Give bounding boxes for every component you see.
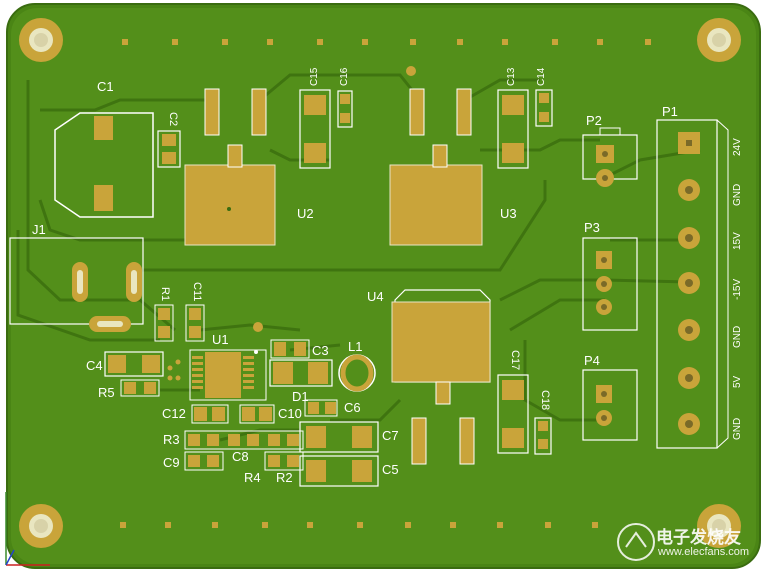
label-c8: C8 xyxy=(232,449,249,464)
watermark-logo-icon xyxy=(617,523,655,561)
p1-pin-label: -15V xyxy=(732,278,743,300)
label-j1: J1 xyxy=(32,222,46,237)
label-c10: C10 xyxy=(278,406,302,421)
label-c6: C6 xyxy=(344,400,361,415)
label-l1: L1 xyxy=(348,339,363,354)
label-u3: U3 xyxy=(500,206,517,221)
label-p2: P2 xyxy=(586,113,602,128)
label-p1: P1 xyxy=(662,104,678,119)
label-c9: C9 xyxy=(163,455,180,470)
label-c3: C3 xyxy=(312,343,329,358)
mounting-holes xyxy=(19,18,741,548)
label-u4: U4 xyxy=(367,289,384,304)
label-r1: R1 xyxy=(159,287,171,302)
label-c13: C13 xyxy=(506,67,517,86)
label-c14: C14 xyxy=(536,67,547,86)
label-c7: C7 xyxy=(382,428,399,443)
label-r5: R5 xyxy=(98,385,115,400)
label-u2: U2 xyxy=(297,206,314,221)
watermark-url: www.elecfans.com xyxy=(658,546,750,558)
p1-pin-label: 5V xyxy=(732,375,743,388)
label-c4: C4 xyxy=(86,358,103,373)
label-c15: C15 xyxy=(309,67,320,86)
label-r3: R3 xyxy=(163,432,180,447)
label-r4: R4 xyxy=(244,470,261,485)
label-p4: P4 xyxy=(584,353,600,368)
watermark-title: 电子发烧友 xyxy=(656,528,741,547)
label-r2: R2 xyxy=(276,470,293,485)
label-c16: C16 xyxy=(339,67,350,86)
p1-pin-label: GND xyxy=(732,183,743,206)
label-p3: P3 xyxy=(584,220,600,235)
label-c5: C5 xyxy=(382,462,399,477)
label-c12: C12 xyxy=(162,406,186,421)
label-c2: C2 xyxy=(167,112,179,127)
p1-pin-label: GND xyxy=(732,325,743,348)
p1-pin-label: 24V xyxy=(732,138,743,156)
label-c17: C17 xyxy=(509,350,521,371)
label-c11: C11 xyxy=(191,282,203,302)
p1-pin-label: 15V xyxy=(732,232,743,250)
label-c1: C1 xyxy=(97,79,114,94)
label-c18: C18 xyxy=(539,390,551,411)
p1-pin-label: GND xyxy=(732,417,743,440)
label-d1: D1 xyxy=(292,389,309,404)
label-u1: U1 xyxy=(212,332,229,347)
